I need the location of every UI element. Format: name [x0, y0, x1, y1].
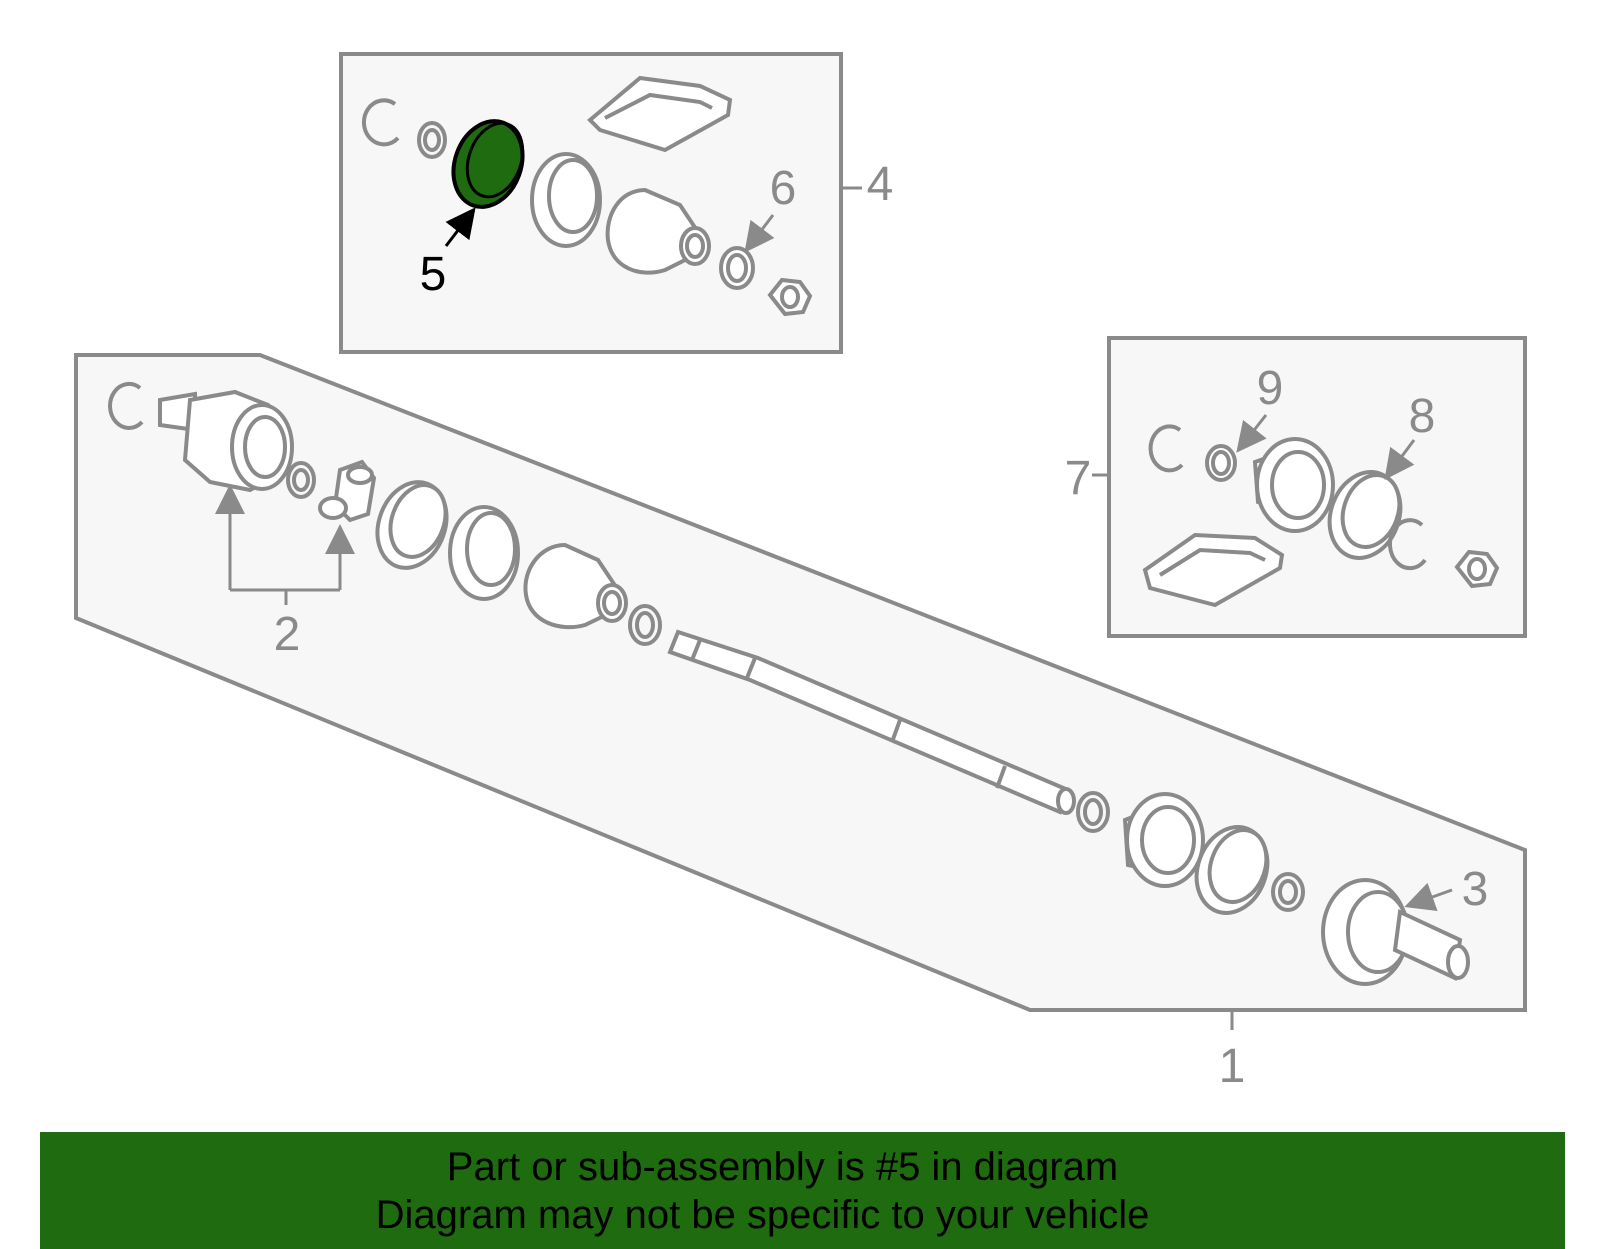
- kit-grease-pack-icon: [1142, 532, 1285, 608]
- kit-bearing-ring-icon: [1205, 444, 1237, 482]
- kit-seal-ring-icon: [1327, 470, 1403, 560]
- callout-9: 9: [1257, 362, 1284, 415]
- axle-seal-icon: [375, 480, 449, 570]
- callout-8: 8: [1409, 390, 1436, 443]
- grease-pack-icon: [587, 75, 733, 153]
- inner-cv-housing-icon: [158, 389, 294, 493]
- kit-outer-race-icon: [1252, 437, 1335, 533]
- outer-cv-race-icon: [1122, 792, 1205, 888]
- callout-5: 5: [420, 248, 447, 301]
- axle-boot-clamp-icon: [628, 604, 662, 646]
- banner-disclaimer: Diagram may not be specific to your vehi…: [375, 1193, 1150, 1237]
- nut-icon: [767, 277, 813, 317]
- axle-inner-housing-icon: [448, 505, 520, 601]
- snap-ring-icon: [362, 98, 400, 147]
- callout-3: 3: [1462, 863, 1489, 916]
- info-banner-background: [40, 1132, 1565, 1249]
- kit-circlip-icon: [1388, 518, 1427, 571]
- kit-snap-ring-icon: [1148, 424, 1184, 473]
- highlighted-seal-icon: [451, 119, 525, 209]
- axle-clip-icon: [286, 461, 316, 499]
- inner-housing-icon: [530, 152, 602, 248]
- tripod-joint-icon: [318, 459, 377, 523]
- axle-outer-seal-icon: [1194, 825, 1270, 915]
- outer-cv-joint-icon: [1321, 878, 1470, 986]
- callout-1: 1: [1219, 1040, 1246, 1093]
- boot-icon: [605, 187, 711, 275]
- callout-2: 2: [274, 608, 301, 661]
- info-banner: Part or sub-assembly is #5 in diagram Di…: [40, 1132, 1565, 1249]
- half-shaft-icon: [667, 629, 1076, 815]
- leader-lines: [215, 214, 1453, 1030]
- boot-clamp-icon: [719, 246, 755, 290]
- axle-small-clamp-icon: [1271, 872, 1305, 912]
- axle-snap-ring-icon: [108, 382, 144, 430]
- clip-ring-icon: [417, 121, 447, 159]
- callout-6: 6: [770, 162, 797, 215]
- banner-part-note: Part or sub-assembly is #5 in diagram: [446, 1145, 1119, 1189]
- axle-outer-clamp-icon: [1076, 791, 1110, 833]
- kit-nut-icon: [1454, 549, 1500, 589]
- highlight-leader-line: [444, 207, 476, 247]
- callout-4: 4: [867, 158, 894, 211]
- callout-7: 7: [1065, 452, 1092, 505]
- axle-inner-boot-icon: [523, 542, 628, 630]
